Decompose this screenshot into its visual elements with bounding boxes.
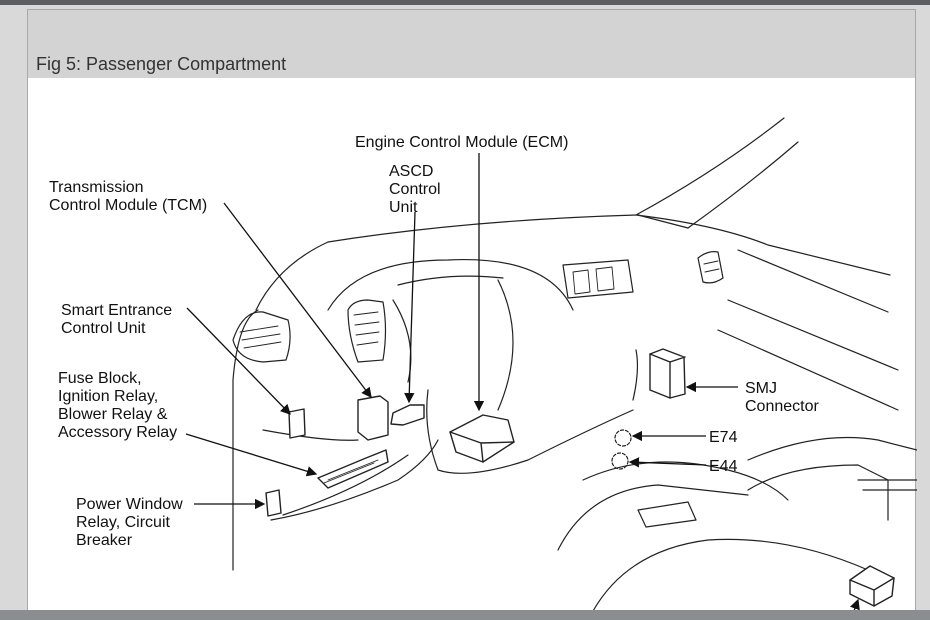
seat-side: [857, 479, 917, 491]
console-lid: [637, 501, 697, 528]
label-e74: E74: [709, 429, 738, 446]
e74-connector: [614, 429, 632, 447]
figure-header: Fig 5: Passenger Compartment: [28, 10, 915, 78]
vent-right-slats: [703, 260, 720, 273]
door-line-lower: [717, 329, 899, 411]
lower-dash-trim-inner: [282, 454, 409, 516]
fuse-block-leader: [185, 433, 318, 477]
label-fuse-block: Fuse Block, Ignition Relay, Blower Relay…: [58, 370, 177, 441]
tcm-shape: [357, 395, 389, 441]
vent-center-right: [562, 259, 634, 299]
smj-connector-shape: [649, 348, 686, 399]
console-side: [557, 484, 749, 551]
ecm-edges: [449, 431, 515, 463]
seat-back: [747, 464, 889, 521]
tcm-leader: [223, 202, 372, 399]
center-stack-right: [632, 349, 639, 401]
label-tcm: Transmission Control Module (TCM): [49, 179, 207, 214]
ascd-unit-shape: [390, 404, 425, 426]
vent-right: [697, 251, 724, 284]
vent-left-outer: [232, 311, 291, 363]
smart-entrance-unit-shape: [288, 408, 306, 439]
pillar-base: [637, 214, 689, 229]
seat-back-top: [747, 436, 917, 461]
instrument-hood: [327, 258, 574, 311]
label-power-window: Power Window Relay, Circuit Breaker: [76, 496, 187, 549]
bottom-border: [0, 610, 930, 620]
dashboard-top: [327, 214, 891, 276]
label-ascd: ASCD Control Unit: [389, 163, 445, 216]
figure-panel: Fig 5: Passenger Compartment: [27, 9, 917, 611]
label-e44: E44: [709, 458, 738, 475]
passenger-compartment-diagram: Engine Control Module (ECM) ASCD Control…: [49, 117, 917, 611]
label-smj-connector: SMJ Connector: [745, 380, 819, 415]
lower-dash-trim: [270, 439, 439, 521]
dash-left-side: [232, 309, 259, 381]
steering-column-left: [392, 299, 412, 383]
fuse-block-detail: [323, 459, 379, 484]
figure-title: Fig 5: Passenger Compartment: [36, 54, 287, 74]
floor-module-leader: [850, 598, 860, 611]
label-ecm: Engine Control Module (ECM): [355, 134, 568, 151]
windshield-edge: [635, 117, 785, 216]
fuse-block-shape: [317, 449, 389, 489]
lower-dash-left: [262, 429, 359, 441]
vent-center-left-slats: [353, 311, 380, 346]
dashboard-left-curve: [255, 241, 329, 311]
floor-module-edges: [849, 577, 895, 607]
center-console-front: [426, 389, 634, 474]
top-border: [0, 0, 930, 5]
steering-column-right: [497, 279, 514, 411]
windshield-edge-inner: [687, 141, 799, 229]
instrument-hood-inner: [397, 275, 504, 286]
dashboard-right-edge: [737, 249, 889, 313]
e44-leader: [628, 457, 707, 468]
console-top: [582, 461, 789, 501]
vent-center-right-slats: [572, 266, 615, 295]
door-line-upper: [727, 299, 899, 371]
ascd-leader: [404, 211, 416, 404]
power-window-relay-shape: [265, 489, 282, 517]
label-smart-entrance: Smart Entrance Control Unit: [61, 302, 177, 337]
smart-entrance-leader: [186, 307, 291, 415]
smj-connector-edges: [649, 353, 686, 399]
e44-connector: [611, 452, 629, 470]
vent-left-slats: [239, 325, 282, 349]
vent-center-left: [347, 299, 387, 363]
seat-cushion: [592, 538, 869, 611]
